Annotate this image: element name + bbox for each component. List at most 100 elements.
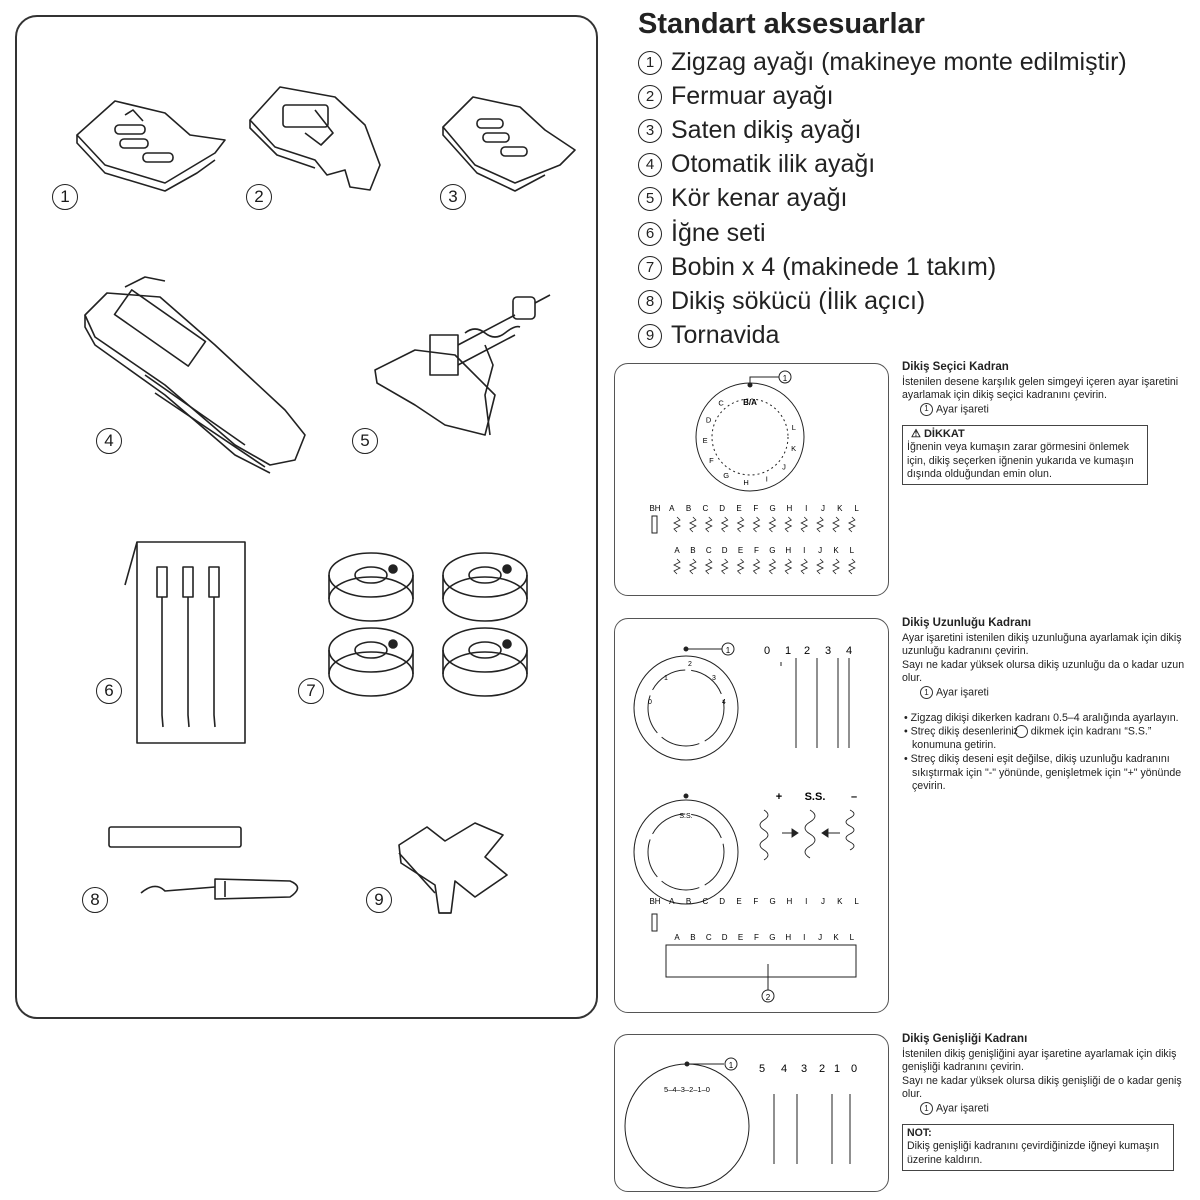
- stitch-symbol: [689, 516, 697, 533]
- dial-number: 2: [688, 661, 692, 668]
- stitch-symbol: [848, 558, 856, 575]
- pattern-letter: G: [769, 897, 775, 906]
- pattern-letter: J: [818, 933, 822, 942]
- buttonhole-foot-illustration: [84, 276, 306, 474]
- stitch-symbol: [784, 516, 793, 533]
- pattern-letter: L: [850, 546, 855, 555]
- width-callout: 1: [729, 1061, 734, 1070]
- pattern-letter: C: [706, 933, 712, 942]
- warning-title: DİKKAT: [923, 427, 965, 440]
- width-scale-value: 2: [819, 1063, 825, 1075]
- length-description: Dikiş Uzunluğu Kadranı Ayar işaretini is…: [902, 617, 1192, 794]
- stitch-symbol: [704, 516, 713, 533]
- item-label: İğne seti: [671, 219, 766, 247]
- length-dial-figure: [614, 618, 889, 1013]
- ref-label: Ayar işareti: [936, 403, 989, 416]
- item-number: 9: [638, 323, 662, 348]
- item-label: Bobin x 4 (makinede 1 takım): [671, 253, 997, 281]
- item-number: 8: [638, 289, 662, 314]
- dial-number: 4: [722, 699, 726, 706]
- pattern-letter: K: [833, 546, 839, 555]
- item-number: 6: [638, 221, 662, 246]
- pattern-letter: H: [787, 504, 793, 513]
- pattern-letter: K: [837, 897, 843, 906]
- stitch-symbol: [673, 516, 681, 533]
- item-number: 7: [638, 255, 662, 280]
- stitch-symbol: [848, 516, 856, 533]
- figure-label-6: 6: [96, 678, 122, 704]
- stitch-symbol: [704, 558, 713, 575]
- item-label: Fermuar ayağı: [671, 82, 834, 110]
- needle-set-illustration: [124, 541, 246, 744]
- note-text: Dikiş genişliği kadranını çevirdiğinizde…: [907, 1140, 1160, 1167]
- length-callout-1: 1: [726, 646, 731, 655]
- stitch-symbol: [832, 516, 840, 533]
- stitch-symbol: [752, 516, 761, 533]
- width-text-1: İstenilen dikiş genişliğini ayar işareti…: [902, 1047, 1177, 1074]
- pattern-letter: I: [803, 546, 805, 555]
- pattern-letter: B: [686, 504, 691, 513]
- minus-label: –: [851, 791, 857, 803]
- pattern-letter: G: [769, 546, 775, 555]
- width-scale-value: 4: [781, 1063, 787, 1075]
- pattern-letter: A: [674, 546, 680, 555]
- figure-label-7: 7: [298, 678, 324, 704]
- pattern-letter: G: [769, 504, 775, 513]
- length-text-2: Sayı ne kadar yüksek olursa dikiş uzunlu…: [902, 658, 1185, 685]
- ss-label: S.S.: [805, 791, 826, 803]
- width-scale-value: 1: [834, 1063, 840, 1075]
- selector-title: Dikiş Seçici Kadran: [902, 361, 1009, 373]
- pattern-letter: BH: [649, 504, 660, 513]
- dial-letter: H: [743, 478, 748, 487]
- width-dial-figure: [614, 1034, 889, 1192]
- pattern-letter: L: [854, 504, 859, 513]
- dial-ss-mark: S.S.: [679, 813, 692, 820]
- figure-label-5: 5: [352, 428, 378, 454]
- length-bullet-1: • Zigzag dikişi dikerken kadranı 0.5–4 a…: [904, 711, 1179, 724]
- pattern-letter: G: [769, 933, 775, 942]
- warning-text: İğnenin veya kumaşın zarar görmesini önl…: [907, 441, 1134, 481]
- satin-foot-illustration: [442, 96, 576, 192]
- pattern-letter: J: [821, 897, 825, 906]
- pattern-letter: B: [686, 897, 691, 906]
- length-scale-value: 4: [846, 645, 852, 657]
- stitch-symbol: [768, 558, 777, 575]
- accessories-title: Standart aksesuarlar: [638, 8, 925, 40]
- blind-hem-foot-illustration: [374, 294, 551, 436]
- ref-number: 1: [920, 402, 933, 416]
- figure-label-2: 2: [246, 184, 272, 210]
- accessories-illustrations: [76, 86, 576, 914]
- stitch-symbol: [736, 558, 745, 575]
- item-number: 4: [638, 152, 662, 177]
- ref-label: Ayar işareti: [936, 686, 989, 699]
- pattern-letter: K: [837, 504, 843, 513]
- dial-mark-top: B/A: [743, 398, 757, 407]
- figure-label-8: 8: [82, 887, 108, 913]
- figure-label-9: 9: [366, 887, 392, 913]
- accessories-illustration-panel: [15, 15, 598, 1019]
- stitch-symbol: [816, 516, 824, 533]
- stitch-symbol: [816, 558, 824, 575]
- width-scale-value: 5: [759, 1063, 765, 1075]
- pattern-letter: E: [736, 504, 741, 513]
- pattern-letter: B: [690, 546, 695, 555]
- stitch-symbol: [768, 516, 777, 533]
- stitch-symbol: [673, 558, 681, 575]
- pattern-letter: F: [754, 933, 759, 942]
- zipper-foot-illustration: [249, 86, 381, 191]
- pattern-letter: E: [736, 897, 741, 906]
- length-scale-value: 0: [764, 645, 770, 657]
- pattern-letter: H: [787, 897, 793, 906]
- dial-number: 1: [664, 675, 668, 682]
- selector-text: İstenilen desene karşılık gelen simgeyi …: [902, 375, 1179, 402]
- width-scale-value: 3: [801, 1063, 807, 1075]
- item-label: Kör kenar ayağı: [671, 184, 848, 212]
- length-bullet-3: • Streç dikiş deseni eşit değilse, dikiş…: [904, 752, 1182, 793]
